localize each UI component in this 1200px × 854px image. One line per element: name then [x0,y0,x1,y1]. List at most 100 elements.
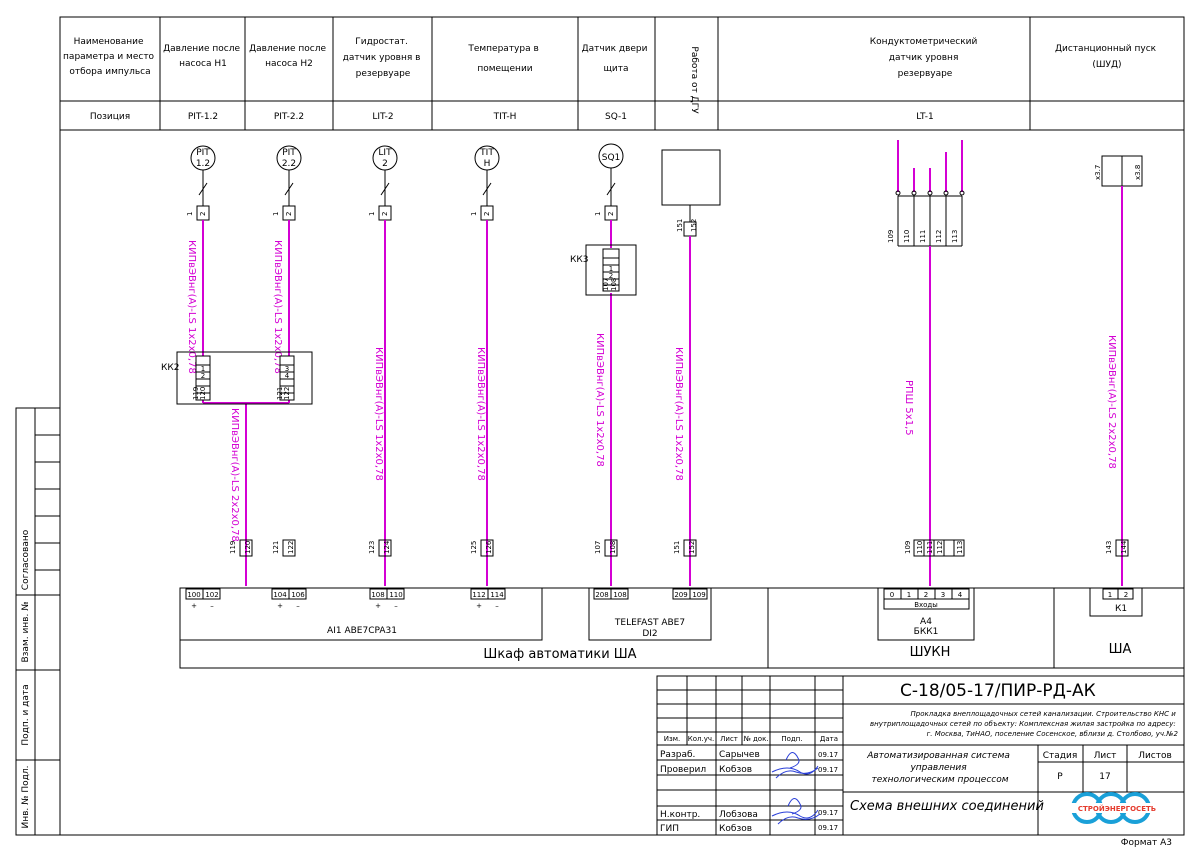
cable-remote: КИПвЭВнг(А)-LS 2х2х0,78 [1106,335,1117,469]
a4-t4: 4 [958,591,963,599]
sq1-pin1: 1 [594,212,602,216]
tb-name-dev: Сарычев [719,750,760,760]
k1-name: К1 [1115,604,1127,614]
company-logo [1070,792,1164,824]
side-stamp [15,407,61,836]
pit12-pin2: 2 [199,212,207,216]
di2-t208: 208 [595,591,608,599]
sensor-pit12-top: PIT [196,148,210,158]
ai1-sign-plus-4: + [476,602,482,610]
cable-dgu: КИПвЭВнг(А)-LS 1х2х0,78 [673,347,684,481]
a4-name2: БКК1 [914,627,939,637]
kk2-r-pin4: 4 [285,372,290,380]
k1-t1: 1 [1108,591,1112,599]
tb-h-izm: Изм. [664,735,680,743]
pit22-pin2: 2 [285,212,293,216]
lt-top-113: 113 [951,230,959,243]
tb-h-list: Лист [720,735,738,743]
tb-h-sheet: Лист [1094,751,1117,761]
tb-drawing-name: Схема внешних соединений [850,799,1044,814]
tb-h-sign: Подп. [781,735,802,743]
bt-lt-113: 113 [956,541,964,554]
kk3-label: КК3 [570,255,589,265]
pos-sq: SQ-1 [605,112,627,122]
tb-date-gip: 09.17 [818,824,838,832]
ai1-sign-minus-3: – [394,602,398,610]
tb-role-check: Проверил [660,765,706,775]
di2-t109: 109 [692,591,705,599]
header-dgu: Работа от ДГУ [689,46,699,114]
header-lt: Кондуктометрический датчик уровня резерв… [870,37,980,79]
di2-t209: 209 [674,591,687,599]
header-lit: Гидростат. датчик уровня в резервуаре [343,37,424,79]
pos-lt: LT-1 [916,112,933,122]
lit2-pin1: 1 [368,212,376,216]
tb-role-gip: ГИП [660,824,679,834]
ai1-sign-minus-2: – [296,602,300,610]
di2-terminals [593,588,708,600]
ai1-name: AI1 ABE7CPA31 [327,626,397,636]
kk3-107: 107 [602,278,610,291]
tith-pin2: 2 [483,212,491,216]
bt-124: 124 [383,540,391,554]
format-label: Формат А3 [1121,838,1172,848]
stamp-inv-orig: Инв. № Подл. [21,766,31,829]
a4-t0: 0 [890,591,894,599]
a4-name1: А4 [920,617,932,627]
a4-t2: 2 [924,591,928,599]
a4-t1: 1 [907,591,911,599]
ai1-t100: 100 [187,591,200,599]
tith-pin1: 1 [470,212,478,216]
ai1-sign-plus-1: + [191,602,197,610]
kk3-pin1: 1 [609,265,613,273]
ai1-t114: 114 [490,591,504,599]
pit22-pin1: 1 [272,212,280,216]
wires [202,186,1123,586]
bt-144: 144 [1120,540,1128,554]
kk2-l-pin: 1 [201,365,205,373]
lt-top-111: 111 [919,230,927,243]
k1-t2: 2 [1124,591,1128,599]
ai1-t104: 104 [273,591,287,599]
pit12-pin1: 1 [186,212,194,216]
header-table [60,17,1184,131]
bt-126: 126 [485,540,493,554]
cable-pit22: КИПвЭВнг(А)-LS 1х2х0,78 [272,240,283,374]
tb-project: Прокладка внеплощадочных сетей канализац… [870,710,1179,738]
ai1-t108: 108 [371,591,384,599]
sensor-sq1-label: SQ1 [602,153,621,163]
tb-date-norm: 09.17 [818,809,838,817]
ai1-sign-plus-2: + [277,602,283,610]
di2-name1: TELEFAST ABE7 [614,618,685,628]
lt-top-110: 110 [903,230,911,243]
kk3-pin2: 2 [609,272,613,280]
bt-lt-111: 111 [926,541,934,554]
cable-pit12: КИПвЭВнг(А)-LS 1х2х0,78 [186,240,197,374]
di2-t108: 108 [613,591,626,599]
ai1-sign-minus-1: – [210,602,214,610]
kk2-l-120: 120 [199,387,207,400]
bt-151: 151 [673,541,681,554]
header-pit22: Давление после насоса Н2 [249,44,329,69]
kk3-108: 108 [610,278,618,291]
stamp-agreed: Согласовано [21,529,31,590]
bt-152: 152 [688,541,696,554]
bt-125: 125 [470,541,478,554]
pos-tit: TIT-H [493,112,517,122]
cable-lt: РПШ 5х1,5 [903,380,914,436]
pos-label: Позиция [90,112,130,122]
cabinet-shukn: ШУКН [910,645,951,660]
cable-kk2-out: КИПвЭВнг(А)-LS 2х2х0,78 [229,408,240,542]
lit2-pin2: 2 [381,212,389,216]
kk2-label: КК2 [161,363,180,373]
title-block-grid [656,675,1185,836]
ai1-terminals [185,588,506,600]
kk2-l-119: 119 [192,387,200,400]
junction-box-kk3 [585,244,637,296]
tb-h-stage: Стадия [1043,751,1078,761]
tb-stage: Р [1057,772,1063,782]
bt-107: 107 [594,541,602,554]
sensor-lit2-bottom: 2 [382,159,388,169]
